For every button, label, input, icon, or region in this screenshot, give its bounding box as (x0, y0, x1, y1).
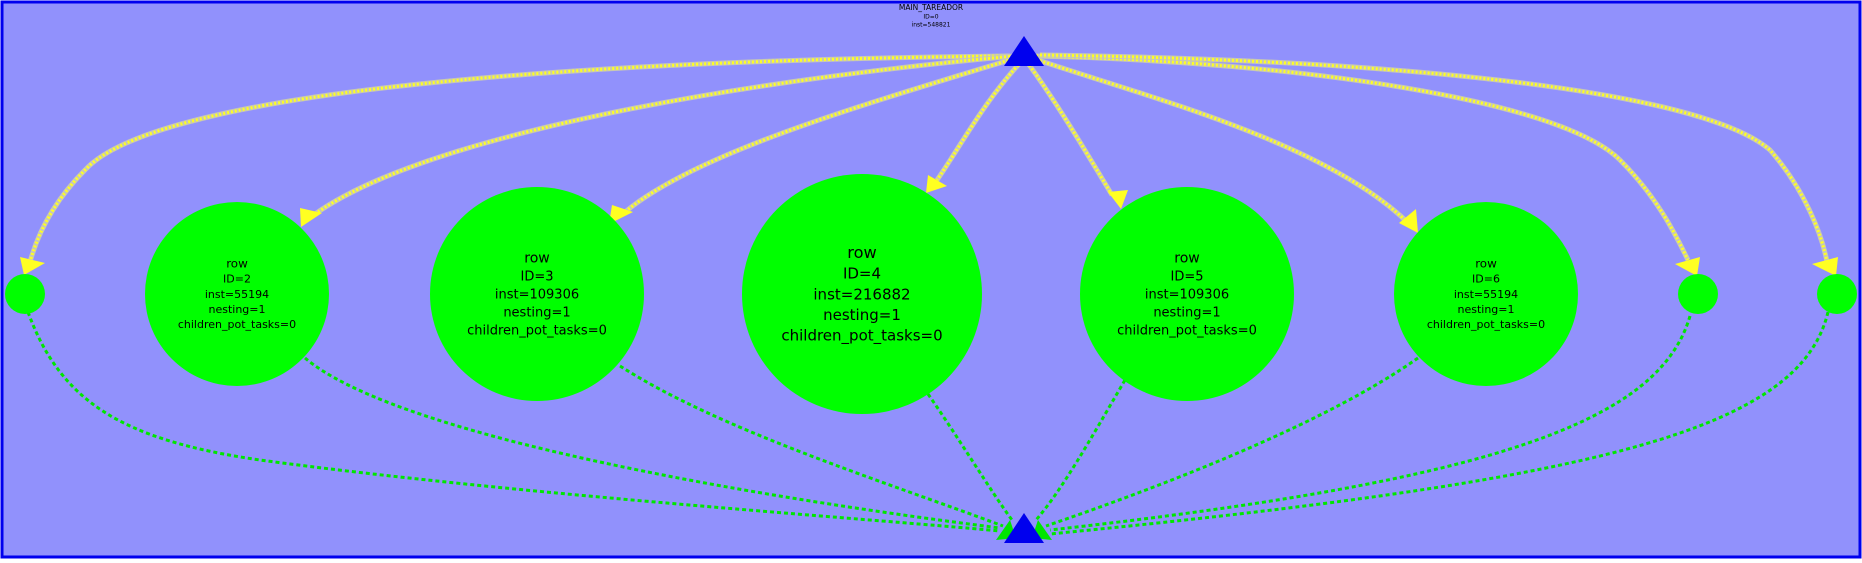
sync-edge-t-left (26, 311, 1001, 533)
spawn-arrowhead-t2 (300, 208, 322, 227)
task-circle (1080, 187, 1294, 401)
task-label-line: children_pot_tasks=0 (178, 318, 296, 331)
task-label-line: children_pot_tasks=0 (781, 327, 942, 346)
spawn-edge-outline-t4 (934, 60, 1023, 182)
sync-edge-t-right2 (1049, 311, 1830, 536)
spawn-edge-t5 (1025, 61, 1114, 196)
spawn-edge-t3 (624, 56, 1017, 214)
spawn-arrowhead-t4 (926, 175, 947, 193)
task-circle (5, 274, 45, 314)
spawn-arrowhead-t-right2 (1812, 257, 1838, 276)
task-label-line: nesting=1 (1153, 305, 1220, 320)
task-circle (1678, 274, 1718, 314)
task-label-line: row (226, 256, 248, 270)
root-task-node[interactable]: MAIN_TAREADOR ID=0 inst=548821 (899, 3, 1044, 66)
spawn-edge-t-right1 (1035, 54, 1690, 261)
task-label-line: inst=109306 (1145, 288, 1229, 303)
spawn-arrowhead-t-right1 (1675, 257, 1700, 276)
spawn-edge-outline-t-left (27, 53, 1011, 263)
task-circle (1817, 274, 1857, 314)
task-label-line: row (1174, 251, 1200, 267)
task-label-line: inst=216882 (813, 285, 910, 303)
task-label-line: nesting=1 (823, 306, 901, 324)
task-label-line: children_pot_tasks=0 (1427, 318, 1545, 331)
task-node-t-right2[interactable] (1817, 274, 1857, 314)
task-label-line: inst=55194 (205, 288, 269, 301)
task-label-line: children_pot_tasks=0 (1117, 323, 1257, 338)
task-node-t-right1[interactable] (1678, 274, 1718, 314)
sync-edge-t6 (1045, 356, 1419, 528)
task-label-line: row (524, 251, 550, 267)
spawn-edges (20, 52, 1838, 276)
spawn-arrowhead-t-left (20, 257, 45, 275)
sync-edge-t2 (304, 356, 1001, 530)
spawn-arrowhead-t5 (1108, 190, 1128, 209)
task-circle (1394, 202, 1578, 386)
sync-edges (26, 311, 1830, 540)
task-node-t-left[interactable] (5, 274, 45, 314)
spawn-arrowhead-t6 (1399, 209, 1418, 233)
task-circle (430, 187, 644, 401)
task-circle (742, 174, 982, 414)
sync-edge-t5 (1034, 379, 1127, 521)
root-triangle (1004, 36, 1044, 66)
spawn-arrowhead-t3 (609, 205, 633, 224)
task-label-line: nesting=1 (208, 303, 265, 316)
task-label-line: ID=4 (843, 265, 881, 283)
root-title: MAIN_TAREADOR (899, 3, 963, 12)
root-id: ID=0 (923, 14, 938, 21)
spawn-edge-t6 (1031, 56, 1407, 222)
task-label-line: row (847, 243, 876, 262)
task-label-line: ID=6 (1472, 273, 1500, 286)
task-circle (145, 202, 329, 386)
task-label-line: row (1475, 256, 1497, 270)
spawn-edge-t2 (314, 54, 1015, 216)
task-label-line: children_pot_tasks=0 (467, 323, 607, 338)
root-inst: inst=548821 (912, 22, 951, 29)
task-label-line: ID=2 (223, 273, 251, 286)
sync-edge-t3 (619, 364, 1004, 528)
task-label-line: ID=5 (1170, 270, 1203, 285)
spawn-edge-t-right2 (1039, 53, 1829, 263)
task-label-line: inst=55194 (1454, 288, 1518, 301)
sink-task-node[interactable] (1004, 513, 1044, 543)
task-label-line: nesting=1 (1457, 303, 1514, 316)
sink-triangle (1004, 513, 1044, 543)
task-label-line: nesting=1 (503, 305, 570, 320)
task-label-line: inst=109306 (495, 288, 579, 303)
task-label-line: ID=3 (520, 270, 553, 285)
